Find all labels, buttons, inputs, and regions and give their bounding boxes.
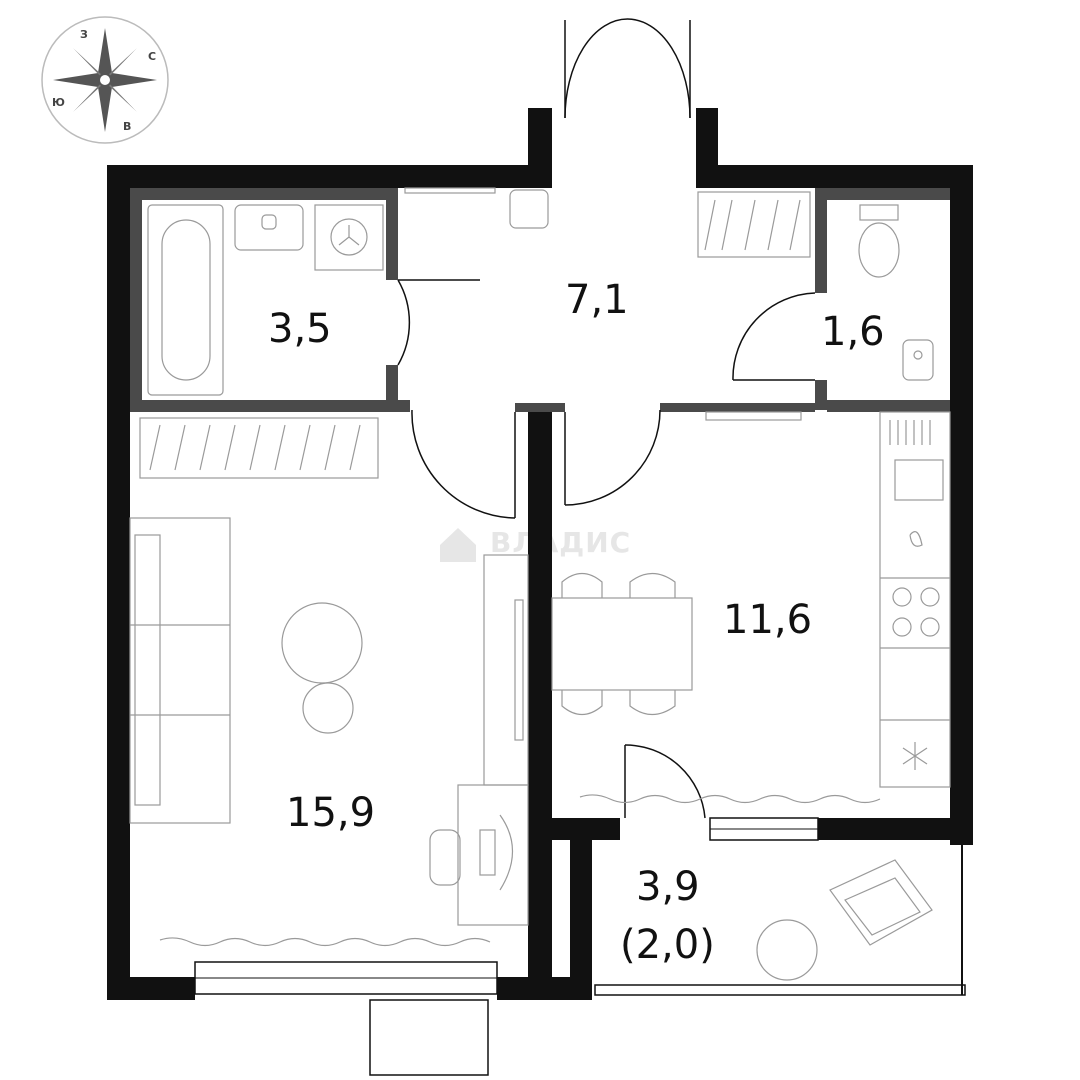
lounge-chair-icon (829, 859, 933, 946)
small-sink-icon (902, 339, 934, 381)
watermark-house-icon (440, 528, 476, 562)
inner-walls (130, 188, 950, 412)
compass: З С Ю В (41, 16, 169, 144)
living-furniture (129, 417, 529, 947)
room-area-toilet: 1,6 (821, 309, 885, 355)
room-area-living: 15,9 (286, 790, 375, 836)
faucet-icon (909, 531, 923, 547)
compass-north-label: С (148, 50, 156, 63)
doors (397, 18, 816, 819)
entrance-door-arc (564, 18, 691, 119)
washbasin-icon (234, 204, 304, 251)
watermark-text: ВЛАДИС (490, 526, 631, 559)
outer-walls (107, 108, 973, 1000)
room-area-kitchen: 11,6 (723, 597, 812, 643)
monitor-icon (499, 814, 514, 891)
kitchen-sink-icon (894, 459, 944, 501)
living-door (411, 409, 516, 519)
room-area-balcony-reduced: (2,0) (620, 922, 715, 968)
hallway-furniture (404, 187, 811, 258)
desk-icon (457, 784, 529, 926)
balcony-table-icon (756, 919, 818, 981)
dining-table-icon (551, 597, 693, 691)
living-wardrobe-icon (139, 417, 379, 479)
kitchen-furniture (551, 411, 951, 804)
room-area-hallway: 7,1 (565, 277, 629, 323)
fridge-icon (902, 742, 928, 770)
toilet-door (732, 292, 816, 381)
balcony-window (594, 984, 966, 996)
room-area-balcony: 3,9 (636, 864, 700, 910)
round-table-icon (281, 602, 363, 684)
windows (194, 817, 966, 996)
chair-icon (561, 572, 603, 598)
toilet-icon (858, 222, 900, 278)
compass-ring (41, 16, 169, 144)
compass-west-label: З (80, 28, 88, 41)
kitchen-counter-icon (879, 411, 951, 788)
bathroom-door (397, 279, 411, 366)
balcony-door (624, 744, 706, 819)
room-area-bathroom: 3,5 (268, 306, 332, 352)
balcony-stub (369, 999, 489, 1076)
kitchen-door (564, 409, 661, 506)
wardrobe-icon (697, 191, 811, 258)
bathroom-fixtures (147, 204, 384, 396)
hob-icon (892, 587, 912, 607)
compass-east-label: В (123, 120, 131, 133)
compass-south-label: Ю (52, 96, 65, 109)
washing-machine-icon (314, 204, 384, 271)
balcony-furniture (756, 859, 933, 981)
watermark: ВЛАДИС (440, 526, 631, 562)
compass-star-icon (53, 28, 157, 132)
sofa-icon (129, 517, 231, 824)
tv-stand-icon (483, 554, 529, 786)
office-chair-icon (429, 829, 461, 886)
toilet-fixtures (858, 204, 934, 381)
bathtub-icon (161, 219, 211, 381)
